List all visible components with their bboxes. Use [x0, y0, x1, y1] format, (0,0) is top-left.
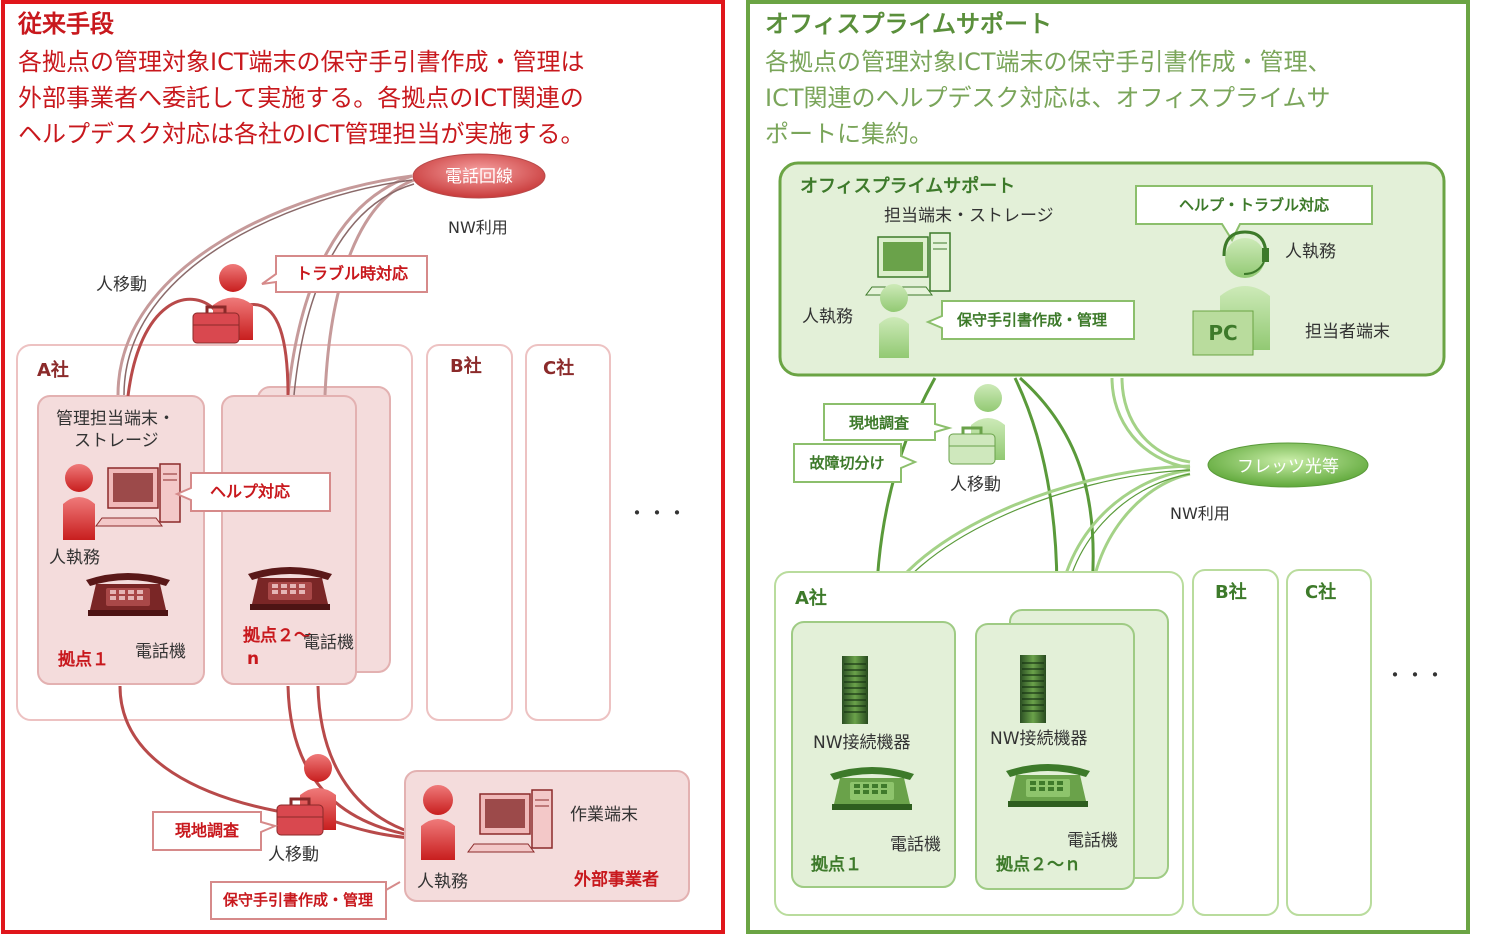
- person-icon: [879, 284, 909, 358]
- svg-text:現地調査: 現地調査: [849, 414, 910, 432]
- right-survey-callout: 現地調査: [823, 403, 953, 441]
- left-company-b-box: [426, 344, 513, 721]
- left-phone-line-arcs: [116, 174, 415, 396]
- left-person-move-top-label: 人移動: [96, 275, 147, 295]
- left-ellipsis: ・・・: [627, 501, 687, 525]
- staff-terminal-label: 担当者端末: [1305, 322, 1390, 342]
- right-site2-phone-label: 電話機: [1067, 831, 1118, 851]
- trouble-callout: トラブル時対応: [261, 255, 428, 293]
- telephone-icon: [248, 567, 332, 610]
- right-nw-use-label: NW利用: [1170, 504, 1230, 523]
- flets-oval: [1207, 442, 1369, 488]
- right-ellipsis: ・・・: [1385, 663, 1445, 687]
- left-company-a-label: A社: [37, 359, 69, 381]
- server-rack-icon: [841, 655, 869, 725]
- left-person-duty-1: 人執務: [49, 548, 100, 568]
- right-nw-device-1: NW接続機器: [813, 733, 911, 753]
- right-person-move-label: 人移動: [950, 475, 1001, 495]
- svg-text:ヘルプ・トラブル対応: ヘルプ・トラブル対応: [1179, 196, 1329, 214]
- right-company-b-label: B社: [1215, 581, 1247, 603]
- right-site2-label: 拠点２～ｎ: [996, 854, 1081, 875]
- svg-text:保守手引書作成・管理: 保守手引書作成・管理: [956, 311, 1107, 329]
- right-desc-line-2: ICT関連のヘルプデスク対応は、オフィスプライムサ: [765, 84, 1331, 112]
- left-desc-line-2: 外部事業者へ委託して実施する。各拠点のICT関連の: [18, 84, 584, 112]
- person-icon: [421, 785, 455, 860]
- telephone-icon: [86, 573, 170, 616]
- left-site2-box: [221, 395, 357, 685]
- svg-text:ヘルプ対応: ヘルプ対応: [210, 482, 290, 501]
- right-company-c-label: C社: [1305, 581, 1336, 603]
- svg-text:トラブル時対応: トラブル時対応: [296, 264, 408, 283]
- manual-callout: 保守手引書作成・管理: [210, 881, 401, 920]
- right-site1-phone-label: 電話機: [890, 835, 941, 855]
- server-rack-icon: [1019, 654, 1047, 724]
- pc-label: PC: [1208, 321, 1237, 345]
- right-company-b-box: [1192, 569, 1279, 916]
- left-site1-label: 拠点１: [58, 649, 109, 670]
- telephone-icon: [1006, 764, 1090, 807]
- work-terminal-label: 作業端末: [570, 805, 638, 825]
- left-company-b-label: B社: [450, 355, 482, 377]
- support-center-title: オフィスプライムサポート: [800, 175, 1015, 197]
- left-site2-label-line-1: 拠点２～: [243, 625, 311, 646]
- right-desc-line-3: ポートに集約。: [765, 120, 933, 148]
- right-nw-device-2: NW接続機器: [990, 729, 1088, 749]
- telephone-icon: [830, 767, 914, 810]
- pc-icon-box: [1192, 310, 1254, 356]
- right-desc-line-1: 各拠点の管理対象ICT端末の保守手引書作成・管理、: [765, 48, 1332, 76]
- left-mgmt-terminal-line-2: ストレージ: [74, 431, 159, 451]
- left-nw-use-label: NW利用: [448, 218, 508, 237]
- svg-text:現地調査: 現地調査: [175, 821, 239, 840]
- left-desc-line-1: 各拠点の管理対象ICT端末の保守手引書作成・管理は: [18, 48, 585, 76]
- svg-text:故障切分け: 故障切分け: [809, 454, 884, 472]
- left-person-duty-2: 人執務: [417, 872, 468, 892]
- right-site2-box: [975, 623, 1135, 890]
- fault-callout: 故障切分け: [793, 443, 918, 483]
- left-person-move-arcs: [118, 297, 411, 840]
- left-company-c-label: C社: [543, 357, 574, 379]
- svg-text:保守手引書作成・管理: 保守手引書作成・管理: [222, 891, 373, 909]
- person-icon: [63, 464, 95, 540]
- right-site1-box: [791, 621, 956, 888]
- right-manual-callout: 保守手引書作成・管理: [925, 300, 1135, 340]
- left-site1-phone-label: 電話機: [135, 642, 186, 662]
- right-company-c-box: [1286, 569, 1372, 916]
- left-person-move-bottom-label: 人移動: [268, 845, 319, 865]
- left-company-c-box: [525, 344, 611, 721]
- help-callout: ヘルプ対応: [174, 472, 331, 512]
- right-person-duty-operator: 人執務: [1285, 242, 1336, 262]
- left-title: 従来手段: [17, 10, 114, 38]
- vendor-label: 外部事業者: [574, 869, 659, 890]
- flets-label: フレッツ光等: [1237, 457, 1339, 477]
- right-company-a-label: A社: [795, 587, 827, 609]
- terminal-storage-label: 担当端末・ストレージ: [884, 206, 1054, 226]
- left-phone-line-oval: [412, 153, 546, 199]
- left-desc-line-3: ヘルプデスク対応は各社のICT管理担当が実施する。: [18, 120, 585, 148]
- right-site1-label: 拠点１: [811, 854, 862, 875]
- left-site2-phone-label: 電話機: [303, 633, 354, 653]
- right-title: オフィスプライムサポート: [765, 10, 1052, 38]
- left-phone-line-label: 電話回線: [445, 167, 513, 187]
- right-person-duty: 人執務: [802, 307, 853, 327]
- left-mgmt-terminal-line-1: 管理担当端末・: [56, 409, 175, 429]
- left-site2-label-line-2: n: [247, 649, 259, 669]
- survey-callout: 現地調査: [152, 811, 278, 851]
